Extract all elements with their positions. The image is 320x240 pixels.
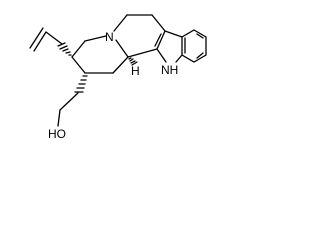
nh-label: NH <box>161 63 178 77</box>
bond-c12b-c2 <box>127 48 158 58</box>
hash-line <box>130 60 136 64</box>
hash-line <box>131 61 138 66</box>
benzene-double-bond-2 <box>196 52 204 59</box>
hash-line <box>59 45 68 50</box>
benzene-ring <box>181 29 207 63</box>
hydroxyl-label: HO <box>48 127 66 141</box>
hash-line <box>128 57 132 60</box>
bond-vinyl-ch2-double <box>29 27 44 49</box>
bond-c3-c14 <box>151 14 166 32</box>
hydroxyethyl-group <box>57 75 88 127</box>
bond-n-c12b <box>115 39 129 58</box>
bond-vinyl-ch2 <box>33 31 47 52</box>
bond-c15-n <box>113 14 128 32</box>
bond-c2-n1 <box>156 48 167 63</box>
molecule-structure: N NH H HO <box>29 14 207 141</box>
hydrogen-label: H <box>131 64 140 78</box>
pyrrole-ring <box>154 30 183 63</box>
bond-c4-c3 <box>71 40 86 58</box>
ring-d <box>71 35 129 74</box>
hash-line <box>65 51 71 54</box>
bond-c1-c12b <box>112 56 129 74</box>
bond-n1-c7a <box>175 54 183 63</box>
hash-line <box>129 58 134 62</box>
hash-bond-h <box>128 57 138 66</box>
vinyl-group <box>29 27 72 56</box>
bond-c3-c2 <box>71 56 86 74</box>
hash-line <box>57 42 66 47</box>
bond-vinyl-ch <box>45 31 63 45</box>
nitrogen-label: N <box>105 30 114 44</box>
bond-ch2-ch2 <box>59 92 79 111</box>
bond-ch2-o <box>57 109 61 127</box>
hash-line <box>62 48 69 52</box>
ring-c <box>113 14 166 58</box>
bond-c3-c2 <box>156 30 166 50</box>
bond-c3a-c3 <box>164 30 183 38</box>
benzene-double-bond-1 <box>196 33 204 39</box>
bond-c3-c2-double <box>154 33 162 47</box>
bond-n-c4 <box>84 35 107 42</box>
